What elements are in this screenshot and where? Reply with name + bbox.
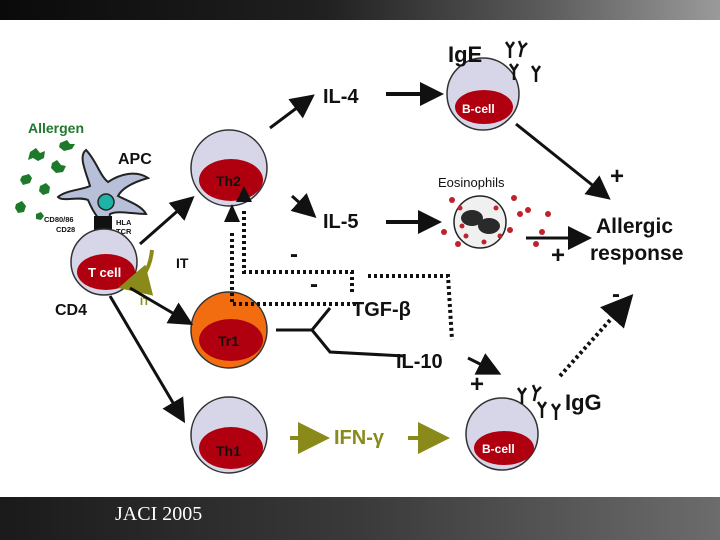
sign-minus-th2-b: - bbox=[310, 271, 318, 298]
apc-label: APC bbox=[118, 151, 152, 168]
th2-cell: Th2 bbox=[190, 129, 268, 207]
sign-minus-th2-a: - bbox=[290, 241, 298, 268]
tcr-label: TCR bbox=[116, 227, 132, 236]
il5-label: IL-5 bbox=[323, 211, 359, 233]
arrow-il10-to-bcell bbox=[467, 353, 502, 375]
sign-plus-il10: + bbox=[470, 371, 484, 398]
tr1-cell: Tr1 bbox=[190, 291, 268, 369]
it-label-upper: IT bbox=[176, 255, 189, 271]
allergen-label: Allergen bbox=[28, 120, 84, 136]
apc-cell bbox=[56, 148, 151, 228]
arrow-tcell-to-th2 bbox=[139, 196, 195, 246]
dotted-igg-to-allergic bbox=[558, 294, 634, 378]
cd4-label: CD4 bbox=[55, 302, 87, 319]
igg-antibodies bbox=[516, 384, 562, 420]
allergic-label-line1: Allergic bbox=[596, 215, 673, 238]
igg-label: IgG bbox=[565, 390, 602, 415]
th2-arrowhead-a bbox=[224, 204, 240, 222]
cd80-label: CD80/86 bbox=[44, 215, 74, 224]
b-cell-top: B-cell bbox=[446, 57, 520, 131]
th1-label: Th1 bbox=[216, 443, 241, 459]
ifn-label: IFN-γ bbox=[334, 427, 385, 449]
dotted-tgf-to-th2 bbox=[242, 210, 354, 292]
th2-arrowhead-b bbox=[236, 186, 252, 202]
arrow-th2-to-il5 bbox=[290, 193, 317, 219]
arrow-tcell-to-th1 bbox=[108, 295, 186, 424]
eosinophils-label: Eosinophils bbox=[438, 175, 505, 190]
il10-label: IL-10 bbox=[396, 351, 443, 373]
allergen-particles bbox=[15, 140, 75, 220]
ige-antibodies bbox=[504, 40, 542, 82]
hla-label: HLA bbox=[116, 218, 132, 227]
arrow-th2-to-il4 bbox=[269, 94, 315, 130]
th1-cell: Th1 bbox=[190, 396, 268, 474]
sign-minus-right: - bbox=[612, 281, 620, 308]
cd28-label: CD28 bbox=[56, 225, 75, 234]
slide-bottom-bar bbox=[0, 497, 720, 540]
citation-text: JACI 2005 bbox=[115, 503, 203, 525]
eosinophil-granules bbox=[441, 195, 551, 247]
th2-label: Th2 bbox=[216, 173, 241, 189]
ige-label: IgE bbox=[448, 42, 482, 67]
sign-plus-top: + bbox=[610, 163, 624, 190]
dotted-il10-to-tgf bbox=[368, 274, 454, 341]
arrow-tcell-to-tr1 bbox=[129, 286, 194, 326]
arrow-bcell-to-allergic bbox=[515, 122, 611, 200]
it-curved-arrow bbox=[118, 249, 154, 296]
il4-label: IL-4 bbox=[323, 86, 359, 108]
sign-plus-mid: + bbox=[551, 242, 565, 269]
tcell-label: T cell bbox=[88, 265, 121, 280]
immune-response-diagram: Allergen APC CD80/86 CD28 HLA TCR T cell… bbox=[15, 40, 683, 474]
eosinophil-cell bbox=[453, 195, 507, 249]
allergic-label-line2: response bbox=[590, 242, 683, 265]
tr1-branch bbox=[276, 307, 405, 358]
tr1-label: Tr1 bbox=[218, 333, 239, 349]
tgf-label: TGF-β bbox=[352, 299, 411, 321]
it-label-lower: IT bbox=[140, 296, 150, 308]
bcell-bottom-label: B-cell bbox=[482, 442, 515, 456]
bcell-top-label: B-cell bbox=[462, 102, 495, 116]
b-cell-bottom: B-cell bbox=[465, 397, 539, 471]
slide-top-bar bbox=[0, 0, 720, 20]
apc-nucleus bbox=[97, 193, 115, 211]
